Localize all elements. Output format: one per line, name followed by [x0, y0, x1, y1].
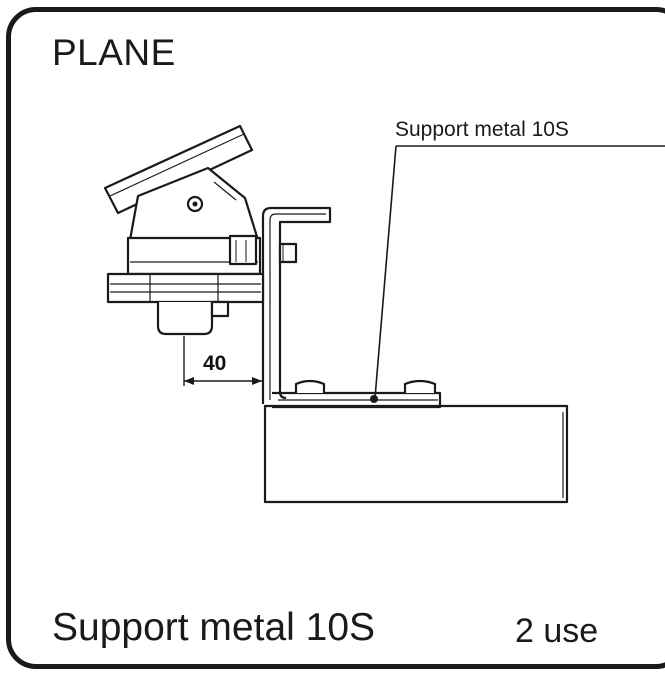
dimension-40	[183, 336, 262, 386]
callout-leader	[370, 145, 665, 403]
dimension-label: 40	[203, 352, 226, 375]
support-metal-plate	[272, 379, 442, 409]
diagram-title: PLANE	[52, 32, 176, 73]
caption-text: Support metal 10S	[52, 606, 376, 649]
mounting-base	[263, 404, 569, 504]
figure-frame	[6, 7, 665, 669]
usage-count: 2 use	[515, 612, 599, 650]
callout-label: Support metal 10S	[395, 118, 569, 141]
support-metal-bracket	[261, 206, 332, 404]
sensor-unit	[103, 124, 265, 336]
